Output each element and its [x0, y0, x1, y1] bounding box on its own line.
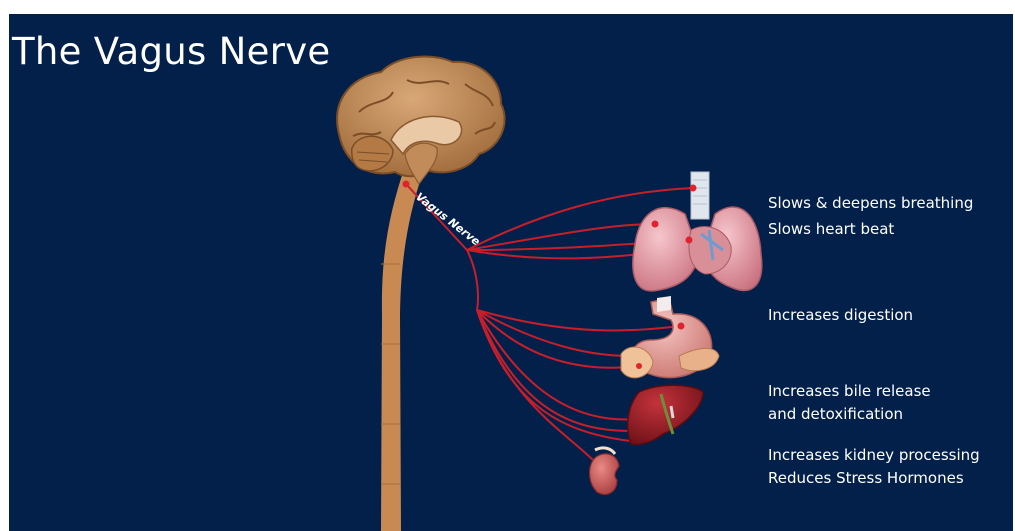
spinal-cord	[381, 166, 423, 531]
lungs-heart-illustration	[633, 172, 762, 291]
effect-bile-release: Increases bile release	[768, 380, 931, 402]
stomach-illustration	[621, 296, 719, 378]
effect-stress-hormones: Reduces Stress Hormones	[768, 467, 964, 489]
vagus-nerve-label: Vagus Nerve	[413, 190, 483, 249]
liver-illustration	[628, 385, 703, 444]
brain-illustration	[337, 57, 504, 184]
effect-heart-beat: Slows heart beat	[768, 218, 894, 240]
effect-detoxification: and detoxification	[768, 403, 903, 425]
effect-breathing: Slows & deepens breathing	[768, 192, 973, 214]
effect-digestion: Increases digestion	[768, 304, 913, 326]
kidney-illustration	[590, 448, 619, 494]
effect-kidney-processing: Increases kidney processing	[768, 444, 980, 466]
slide: The Vagus Nerve	[9, 14, 1013, 531]
